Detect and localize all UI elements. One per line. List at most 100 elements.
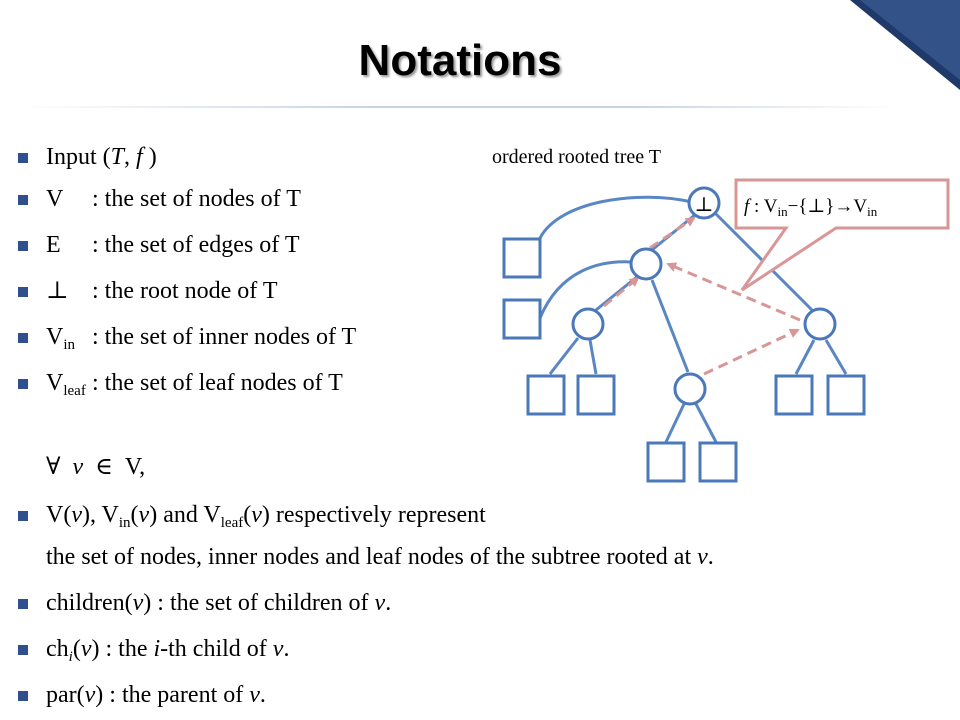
- var-T: T: [110, 144, 125, 170]
- leaf-node: [826, 374, 866, 416]
- desc: : the root node of T: [92, 278, 278, 304]
- bullet-marker: [18, 287, 28, 297]
- bullet-text: Vin : the set of inner nodes of T: [46, 322, 356, 360]
- edge: [588, 339, 598, 375]
- t: .: [283, 636, 290, 662]
- var-i: i: [68, 649, 73, 665]
- var-v: v: [697, 544, 708, 570]
- callout-box: [734, 178, 950, 292]
- symbol-V: V: [46, 324, 64, 350]
- root-label: ⊥: [695, 194, 714, 216]
- t: (: [130, 502, 139, 528]
- inner-node: [629, 247, 663, 281]
- var-v: v: [251, 502, 262, 528]
- t: .: [259, 682, 266, 708]
- desc: : the set of inner nodes of T: [92, 324, 357, 350]
- var-v: v: [71, 502, 82, 528]
- leaf-node: [646, 441, 686, 483]
- var-v: v: [80, 636, 92, 662]
- callout-text: f : Vin−{⊥}→Vin: [744, 196, 878, 219]
- subscript: in: [63, 337, 76, 353]
- bullet-marker: [18, 379, 28, 389]
- edge: [650, 279, 690, 373]
- corner-decoration: [850, 0, 960, 90]
- leaf-node: [526, 374, 566, 416]
- t: : V: [749, 196, 777, 217]
- leaf-node: [576, 374, 616, 416]
- bullet-text: Input (T, f ): [46, 142, 157, 172]
- bullet-text: E : the set of edges of T: [46, 230, 300, 260]
- bullet-marker: [18, 645, 28, 655]
- t: ), V: [81, 502, 119, 528]
- t: .: [707, 544, 714, 570]
- forall-symbol: ∀: [46, 454, 61, 480]
- t: (: [72, 636, 81, 662]
- subscript: in: [118, 515, 131, 531]
- var-f: f: [136, 144, 143, 170]
- bullet-marker: [18, 241, 28, 251]
- t: (: [243, 502, 252, 528]
- bullet-text: ⊥ : the root node of T: [46, 276, 278, 306]
- subscript: leaf: [220, 515, 244, 531]
- bullet-text: V : the set of nodes of T: [46, 184, 301, 214]
- t: ch: [46, 636, 69, 662]
- symbol-E: E: [46, 232, 61, 258]
- symbol-V: V: [46, 186, 64, 212]
- leaf-node: [774, 374, 814, 416]
- desc: : the set of leaf nodes of T: [92, 370, 343, 396]
- bullet-marker: [18, 511, 28, 521]
- subscript: leaf: [63, 383, 86, 399]
- set-V: V,: [124, 454, 146, 480]
- var-v: v: [272, 636, 284, 662]
- t: the set of nodes, inner nodes and leaf n…: [46, 544, 698, 570]
- t: ) respectively represent: [261, 502, 486, 528]
- bullet-text: chi(v) : the i-th child of v.: [46, 634, 289, 672]
- input-suffix: ): [142, 144, 157, 170]
- edge: [794, 339, 816, 375]
- t: children(: [46, 590, 133, 616]
- var-v: v: [249, 682, 260, 708]
- desc: : the set of nodes of T: [92, 186, 301, 212]
- edge: [538, 260, 633, 319]
- bullet-marker: [18, 153, 28, 163]
- edge: [538, 195, 693, 239]
- symbol-V: V: [46, 370, 64, 396]
- t: par(: [46, 682, 85, 708]
- inner-node: [571, 307, 605, 341]
- leaf-node: [502, 237, 542, 279]
- var-v: v: [132, 590, 144, 616]
- t: ) : the parent of: [95, 682, 250, 708]
- inner-node: [803, 307, 837, 341]
- mapping-arrow: [603, 276, 640, 308]
- subscript: in: [867, 204, 878, 219]
- var-v: v: [374, 590, 386, 616]
- inner-node: [673, 372, 707, 406]
- desc: : the set of edges of T: [92, 232, 300, 258]
- bullet-marker: [18, 691, 28, 701]
- edge: [664, 403, 686, 443]
- symbol-bottom: ⊥: [46, 278, 69, 304]
- tree-caption: ordered rooted tree T: [492, 146, 661, 168]
- bullet-text: par(v) : the parent of v.: [46, 680, 266, 710]
- bullet-text: Vleaf : the set of leaf nodes of T: [46, 368, 343, 406]
- bullet-text: children(v) : the set of children of v.: [46, 588, 391, 618]
- mapping-arrow: [649, 216, 696, 250]
- var-v: v: [138, 502, 150, 528]
- t: −{⊥}→V: [788, 196, 868, 217]
- mapping-arrow: [666, 262, 801, 322]
- edge: [694, 403, 718, 443]
- var-v: v: [72, 454, 84, 480]
- var-v: v: [84, 682, 96, 708]
- bullet-marker: [18, 333, 28, 343]
- var-i: i: [153, 636, 161, 662]
- t: ) and V: [149, 502, 221, 528]
- bullet-text: V(v), Vin(v) and Vleaf(v) respectively r…: [46, 500, 714, 572]
- forall-line: ∀ v ∈ V,: [46, 452, 145, 482]
- t: -th child of: [160, 636, 273, 662]
- t: ) : the: [91, 636, 154, 662]
- t: .: [385, 590, 392, 616]
- t: V(: [46, 502, 72, 528]
- var-f: f: [744, 196, 752, 217]
- edge: [548, 337, 580, 375]
